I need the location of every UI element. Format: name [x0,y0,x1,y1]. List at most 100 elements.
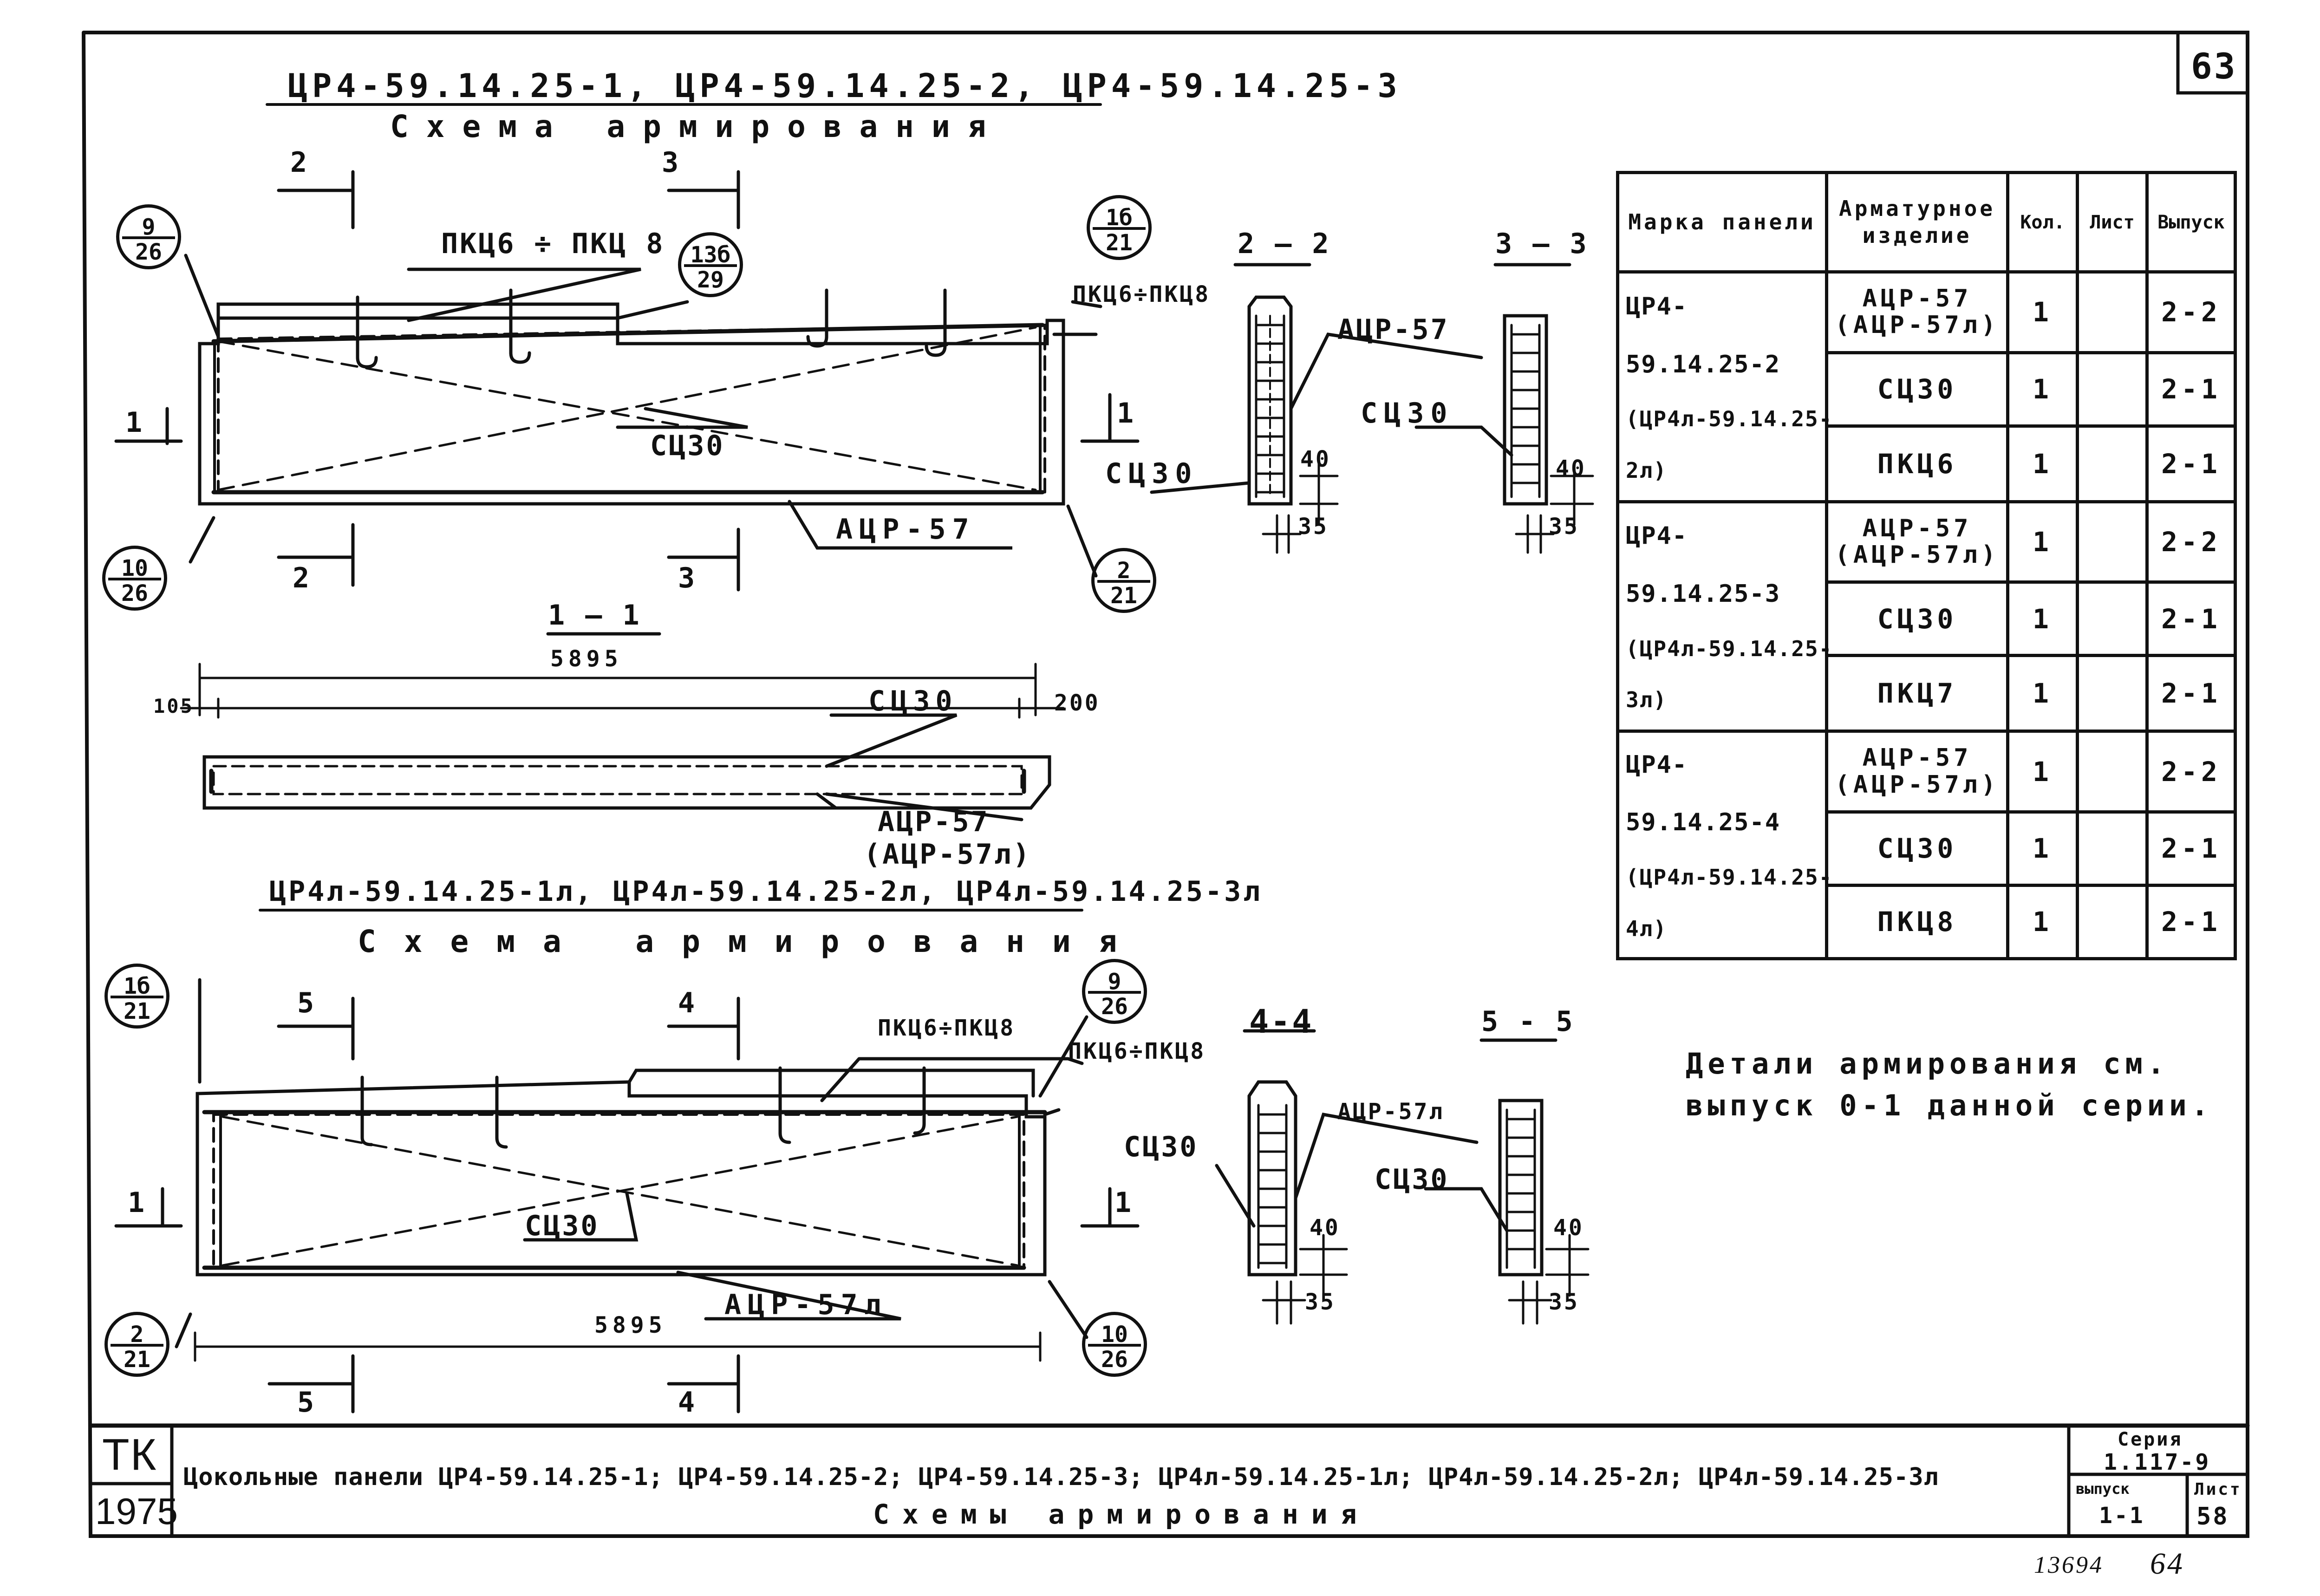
section-5-5-dim35: 35 [1549,1289,1579,1315]
col-header-item: Арматурное изделие [1825,170,2009,274]
qty-cell: 1 [2006,270,2079,354]
section-4-4-sc: СЦ30 [1124,1131,1199,1163]
qty-cell: 1 [2006,730,2079,814]
section-2-2-title: 2 — 2 [1238,228,1331,260]
section-1-1-dim-right: 200 [1054,690,1100,716]
cut-mark-3-top: 3 [662,146,681,179]
section-1-1-dim-left: 105 [153,695,194,717]
inventory-number: 13694 [2034,1552,2104,1578]
cut-mark-2-bottom: 2 [293,562,312,594]
callout-9-26: 9 26 [116,204,181,269]
title-block-year: 1975 [95,1491,178,1532]
title-block-org: ТК [102,1430,157,1479]
callout-9-26-b: 9 26 [1082,959,1147,1024]
cut-mark-2-top: 2 [290,146,309,179]
cut-mark-1-left-b: 1 [128,1186,147,1219]
callout-1b-21-b: 1б 21 [104,964,169,1029]
table-row: ПКЦ7 1 2-1 [1618,654,2237,733]
table-row: ЦР4-59.14.25-4 (ЦР4л-59.14.25-4л) АЦР-57… [1616,730,2237,960]
top-subtitle: Схема армирования [390,109,1004,144]
qty-cell: 1 [2006,654,2079,733]
qty-cell: 1 [2006,424,2079,503]
issue-cell: 2-1 [2145,424,2237,503]
cut-mark-4-bottom: 4 [678,1386,697,1419]
section-4-4-dim35: 35 [1305,1289,1336,1315]
section-5-5-title: 5 - 5 [1481,1005,1575,1038]
series-value: 1.117-9 [2104,1449,2211,1475]
issue-cell: 2-2 [2145,500,2237,584]
callout-1b-21: 1б 21 [1087,195,1152,260]
sheet-cell [2076,883,2149,961]
qty-cell: 1 [2006,580,2079,658]
mark-line: (ЦР4л-59.14.25-4л) [1626,865,1833,941]
label-length-b: 5895 [594,1312,667,1338]
bottom-subtitle: Схема армирования [358,924,1145,959]
section-3-3-dim35: 35 [1549,514,1579,540]
cut-mark-5-bottom: 5 [297,1386,316,1419]
callout-2-21: 2 21 [1091,548,1156,613]
section-3-3-sc: СЦ30 [1361,397,1454,430]
table-row: ЦР4-59.14.25-2 (ЦР4л-59.14.25-2л) АЦР-57… [1616,270,2237,503]
sheet-cell [2076,270,2149,354]
sheet-value: 58 [2196,1503,2229,1531]
section-2-2-acr: АЦР-57 [1337,313,1449,346]
table-row: СЦ30 1 2-1 [1618,580,2237,658]
label-pkc-range-side: ПКЦ6÷ПКЦ8 [1073,281,1211,307]
section-5-5-sc: СЦ30 [1375,1163,1449,1196]
issue-cell: 2-1 [2145,810,2237,887]
qty-cell: 1 [2006,810,2079,887]
mark-line: (ЦР4л-59.14.25-3л) [1626,636,1833,713]
note-line-2: выпуск 0-1 данной серии. [1686,1088,2213,1122]
qty-cell: 1 [2006,883,2079,961]
section-4-4-acr: АЦР-57л [1337,1099,1445,1125]
item-cell: АЦР-57 (АЦР-57л) [1825,270,2009,354]
sheet-cell [2076,424,2149,503]
item-cell: СЦ30 [1825,810,2009,887]
cut-mark-5-top: 5 [297,987,316,1019]
section-4-4-dim40: 40 [1310,1215,1340,1241]
callout-2-21-b: 2 21 [104,1312,169,1377]
section-5-5-dim40: 40 [1553,1215,1584,1241]
table-row: СЦ30 1 2-1 [1618,810,2237,887]
issue-cell: 2-2 [2145,730,2237,814]
table-row: ЦР4-59.14.25-3 (ЦР4л-59.14.25-3л) АЦР-57… [1616,500,2237,733]
section-4-4-title: 4-4 [1249,1003,1314,1041]
note-line-1: Детали армирования см. [1686,1047,2170,1081]
item-cell: АЦР-57 (АЦР-57л) [1825,500,2009,584]
label-acr57l-b: АЦР-57л [724,1289,887,1321]
label-pkc-range: ПКЦ6 ÷ ПКЦ 8 [441,228,665,260]
table-row: СЦ30 1 2-1 [1618,351,2237,428]
page-number: 64 [2150,1547,2184,1581]
section-3-3-dim40: 40 [1556,456,1586,482]
mark-cell: ЦР4-59.14.25-2 (ЦР4л-59.14.25-2л) [1616,270,1831,503]
table-row: ПКЦ8 1 2-1 [1618,883,2237,961]
mark-cell: ЦР4-59.14.25-4 (ЦР4л-59.14.25-4л) [1616,730,1833,960]
mark-cell: ЦР4-59.14.25-3 (ЦР4л-59.14.25-3л) [1616,500,1833,733]
mark-line: ЦР4-59.14.25-2 [1626,292,1781,378]
sheet-label: Лист [2194,1480,2242,1499]
title-block-title-2: Схемы армирования [873,1498,1370,1530]
mark-line: ЦР4-59.14.25-3 [1626,522,1781,608]
label-sc30-top: СЦ30 [650,430,725,462]
sheet-cell [2076,810,2149,887]
col-header-issue: Выпуск [2145,170,2237,274]
table-row: ПКЦ6 1 2-1 [1618,424,2237,503]
label-pkc-range-b: ПКЦ6÷ПКЦ8 [878,1015,1016,1041]
col-header-qty: Кол. [2006,170,2079,274]
qty-cell: 1 [2006,500,2079,584]
issue-cell: 2-1 [2145,580,2237,658]
item-cell: СЦ30 [1825,351,2009,428]
issue-cell: 2-1 [2145,351,2237,428]
col-header-mark: Марка панели [1616,170,1828,274]
specification-table: Марка панели Арматурное изделие Кол. Лис… [1616,170,2237,961]
section-1-1-title: 1 — 1 [548,599,641,632]
item-cell: ПКЦ7 [1825,654,2009,733]
issue-cell: 2-1 [2145,883,2237,961]
col-header-sheet: Лист [2076,170,2149,274]
cut-mark-1-right-b: 1 [1114,1186,1134,1219]
series-label: Серия [2118,1429,2183,1450]
section-3-3-title: 3 — 3 [1495,228,1589,260]
callout-10-26-b: 10 26 [1082,1312,1147,1377]
